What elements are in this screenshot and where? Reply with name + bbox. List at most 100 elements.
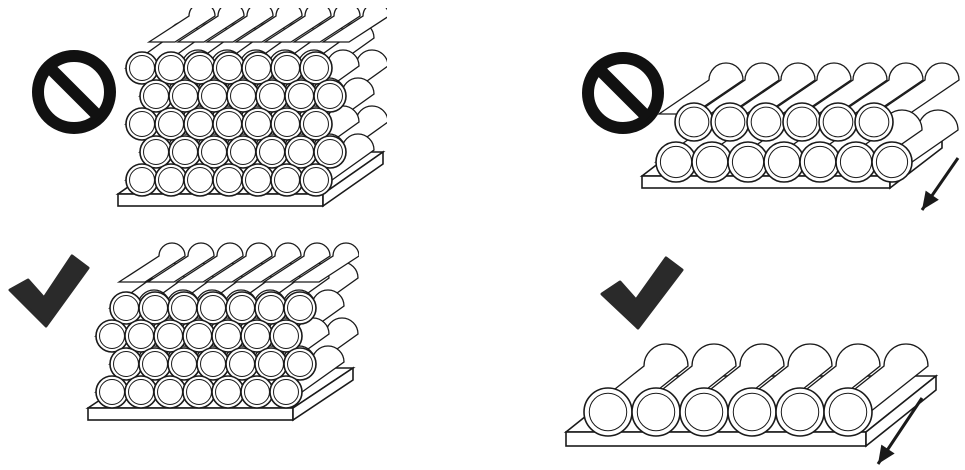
sliding-shelf-drawing: [639, 62, 960, 211]
bottle: [763, 141, 805, 183]
bottle: [225, 347, 259, 381]
bottle: [727, 387, 777, 437]
bottle: [655, 141, 697, 183]
bottle: [241, 107, 275, 141]
sliding-shelf-drawing: [563, 343, 939, 465]
bottle: [583, 387, 633, 437]
bottle: [679, 387, 729, 437]
bottle: [139, 79, 173, 113]
bottle: [823, 387, 873, 437]
bottle: [212, 163, 246, 197]
bottle: [240, 375, 274, 409]
bottle: [153, 319, 187, 353]
bottle: [226, 79, 260, 113]
bottle: [746, 102, 786, 142]
bottle: [254, 291, 288, 325]
bottle: [291, 8, 361, 43]
prohibited-icon: [580, 50, 666, 136]
bottle: [125, 51, 159, 85]
bottle: [183, 51, 217, 85]
bottle: [269, 375, 303, 409]
bottle: [116, 242, 186, 283]
bottle: [261, 242, 331, 283]
checkmark-icon: [598, 252, 684, 332]
bottle: [183, 107, 217, 141]
bottle: [211, 319, 245, 353]
bottle: [727, 141, 769, 183]
bottle: [313, 79, 347, 113]
bottle: [168, 135, 202, 169]
bottle: [175, 8, 245, 43]
bottle: [138, 291, 172, 325]
bottle: [255, 79, 289, 113]
bottle: [225, 291, 259, 325]
bottle: [182, 375, 216, 409]
bottle: [154, 51, 188, 85]
bottle: [299, 107, 333, 141]
bottle: [174, 242, 244, 283]
bottle: [124, 319, 158, 353]
bottle: [145, 242, 215, 283]
bottle: [203, 242, 273, 283]
bottle: [299, 163, 333, 197]
bottle: [872, 62, 960, 115]
bottle-stack-drawing: [85, 242, 359, 422]
bottle: [182, 319, 216, 353]
bottle: [125, 107, 159, 141]
bottle: [197, 79, 231, 113]
bottle: [254, 347, 288, 381]
bottle: [233, 8, 303, 43]
sliding-shelf-approved: [560, 316, 960, 468]
sliding-shelf-side: [865, 374, 937, 448]
shelf-front: [87, 407, 294, 421]
bottle: [153, 375, 187, 409]
bottle: [283, 347, 317, 381]
bottle: [196, 347, 230, 381]
bottle: [241, 163, 275, 197]
bottle: [854, 102, 894, 142]
bottle: [255, 135, 289, 169]
bottle: [262, 8, 332, 43]
bottle: [631, 387, 681, 437]
bottle: [836, 62, 924, 115]
bottle: [212, 107, 246, 141]
bottle: [124, 375, 158, 409]
bottle: [290, 242, 359, 283]
stacked-bottles-prohibited: [112, 8, 387, 223]
bottle: [168, 79, 202, 113]
bottle: [270, 163, 304, 197]
bottle: [109, 347, 143, 381]
bottle: [692, 62, 780, 115]
bottle: [710, 102, 750, 142]
bottle-stack-drawing: [115, 8, 387, 208]
bottle: [270, 107, 304, 141]
bottle: [183, 163, 217, 197]
pull-out-arrow-icon: [920, 157, 960, 211]
bottle: [109, 291, 143, 325]
bottle: [167, 347, 201, 381]
bottle: [674, 102, 714, 142]
shelf-side: [292, 366, 354, 422]
bottle: [154, 163, 188, 197]
bottle: [799, 141, 841, 183]
bottle: [800, 62, 888, 115]
stacked-bottles-approved: [84, 242, 359, 437]
bottle: [656, 62, 744, 115]
bottle: [728, 62, 816, 115]
bottle: [232, 242, 302, 283]
bottle: [835, 141, 877, 183]
bottle: [146, 8, 216, 43]
bottle: [226, 135, 260, 169]
bottle: [212, 51, 246, 85]
bottle: [775, 387, 825, 437]
bottle: [139, 135, 173, 169]
bottle: [284, 135, 318, 169]
shelf-side: [322, 150, 384, 208]
bottle: [283, 291, 317, 325]
bottle: [241, 51, 275, 85]
bottle: [818, 102, 858, 142]
bottle: [211, 375, 245, 409]
bottle: [197, 135, 231, 169]
bottle: [284, 79, 318, 113]
